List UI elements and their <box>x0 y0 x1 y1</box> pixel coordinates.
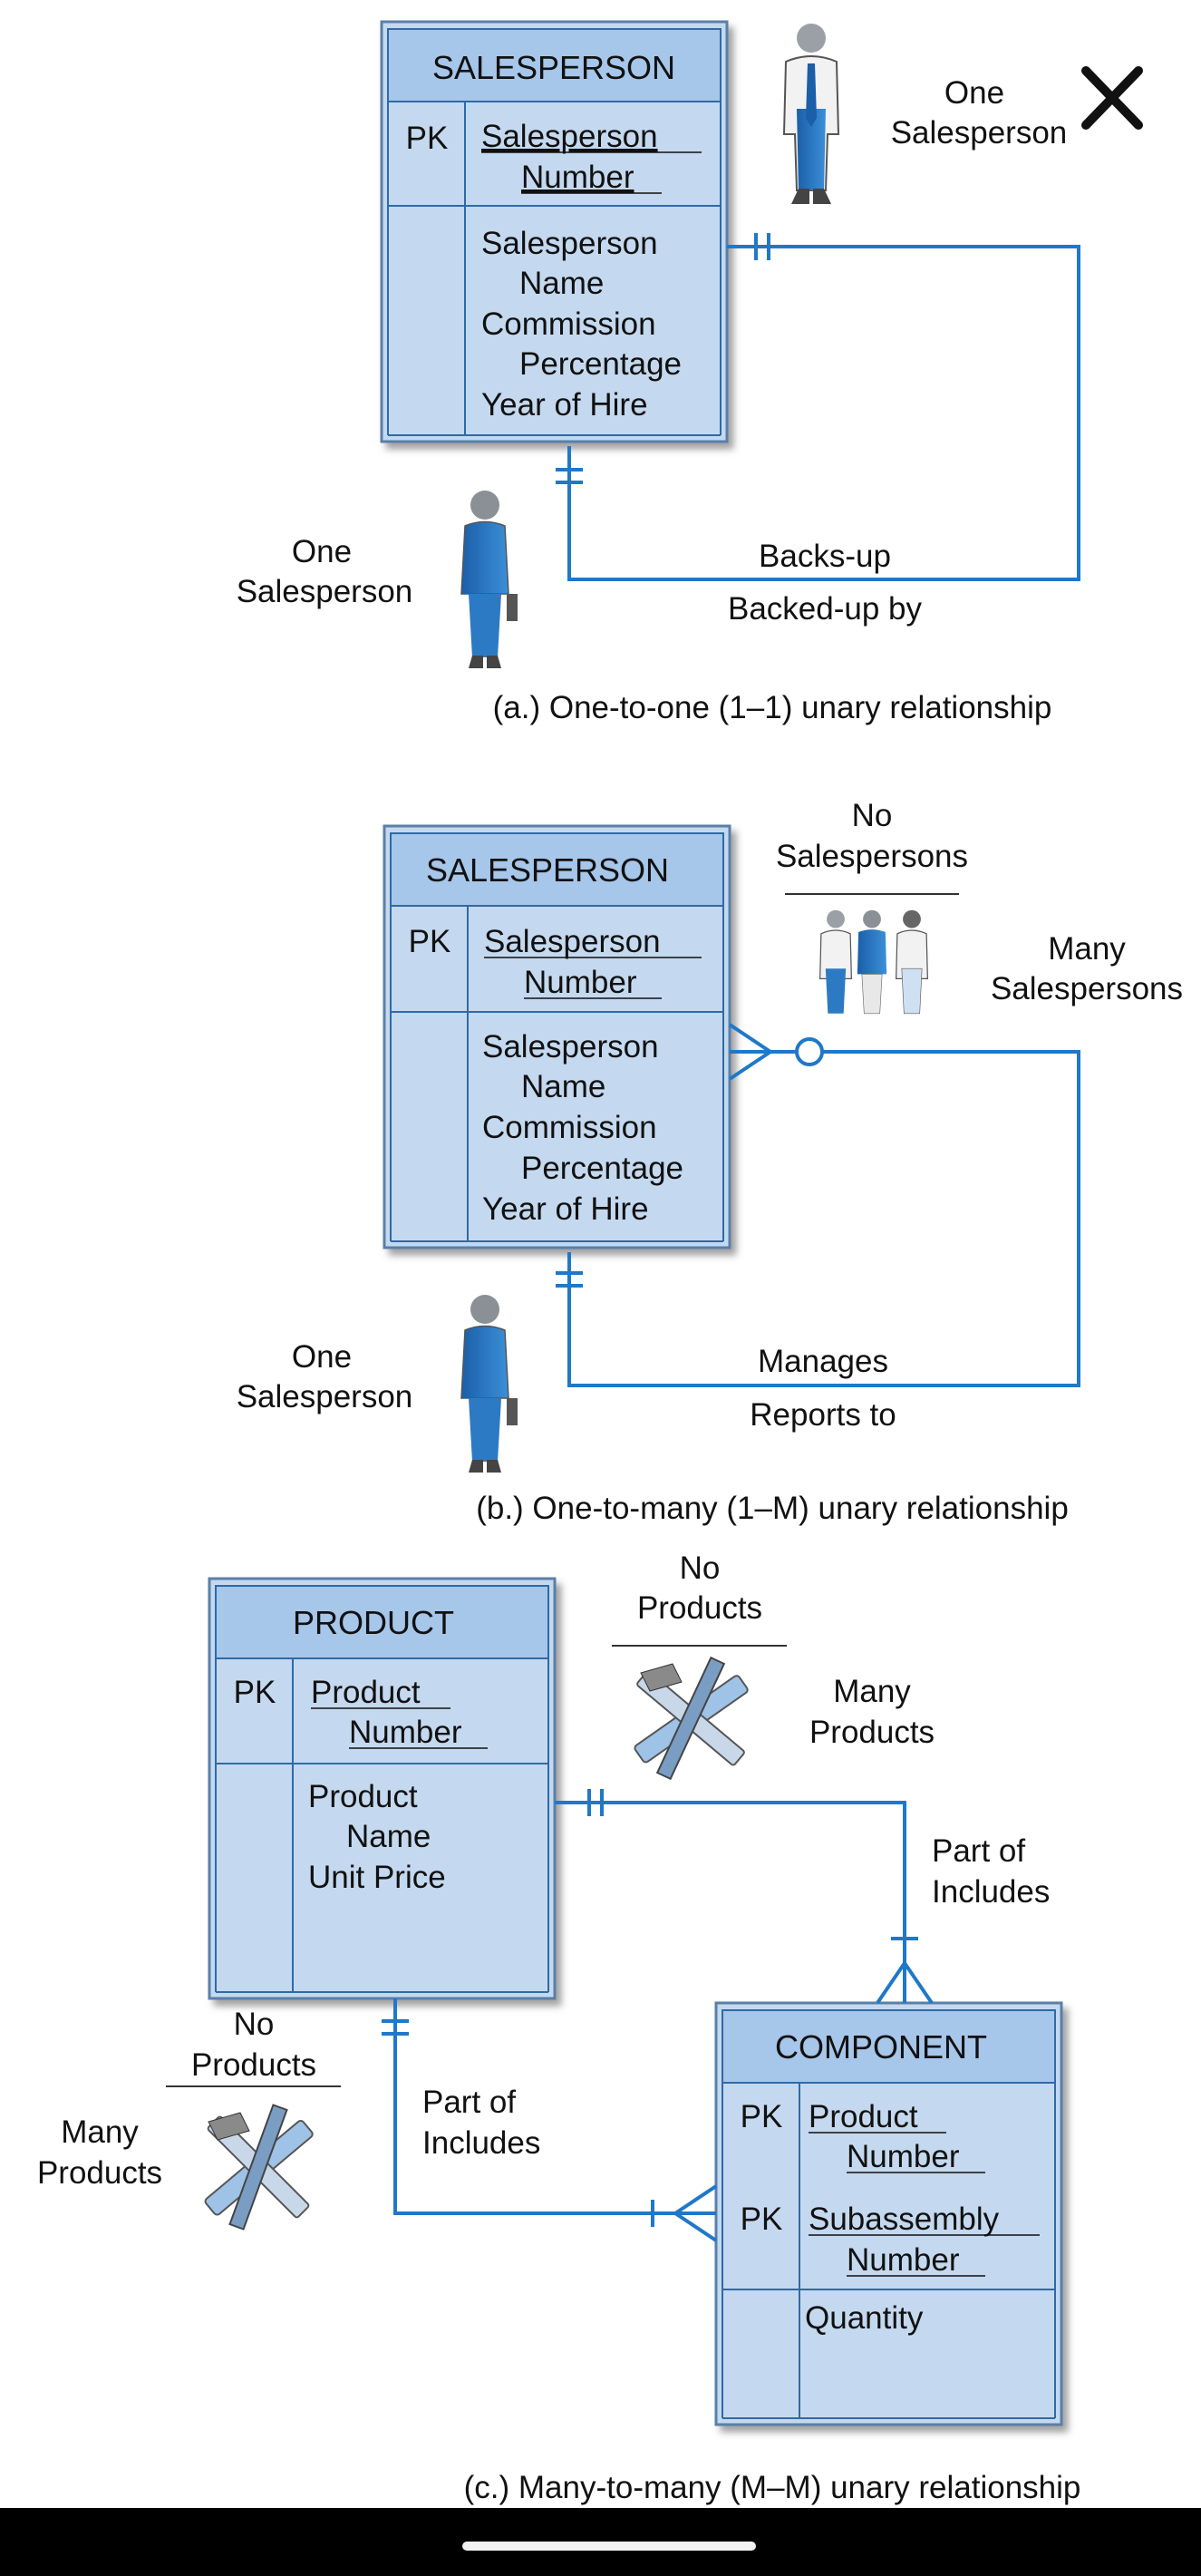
home-indicator[interactable] <box>462 2542 756 2551</box>
cardinality-label: Products <box>637 1590 762 1626</box>
attribute-line: Commission <box>482 1110 657 1145</box>
pk-label: PK <box>741 2099 783 2134</box>
attribute-line: Year of Hire <box>482 1191 649 1227</box>
pk-label: PK <box>234 1675 276 1710</box>
cardinality-label: One <box>292 534 352 569</box>
caption-b: (b.) One-to-many (1–M) unary relationshi… <box>476 1491 1069 1526</box>
crow-foot-one-one <box>556 1271 583 1288</box>
crow-foot-zero-many <box>728 1023 824 1081</box>
salespersons-group-icon <box>819 909 928 1015</box>
salesperson-man-icon <box>782 24 840 204</box>
cardinality-label: Salespersons <box>991 971 1183 1006</box>
pk-label: PK <box>741 2202 783 2237</box>
relationship-line-left <box>393 1998 716 2215</box>
relationship-line <box>567 1050 1080 1387</box>
attribute-line: Product <box>308 1779 418 1814</box>
caption-a: (a.) One-to-one (1–1) unary relationship <box>493 690 1052 725</box>
cardinality-label: No <box>680 1550 721 1586</box>
diagram-b: SALESPERSON PK Salesperson Number Salesp… <box>237 798 1183 1526</box>
pk-attribute-line-2: Number <box>521 160 634 195</box>
relationship-label: Part of <box>932 1833 1025 1869</box>
crow-foot-one-many <box>876 1937 934 2005</box>
attribute-line: Percentage <box>519 346 682 382</box>
cardinality-label: One <box>292 1339 352 1375</box>
cardinality-label: Salesperson <box>237 1379 413 1414</box>
entity-title: SALESPERSON <box>432 49 675 86</box>
attribute-line: Year of Hire <box>481 387 648 423</box>
relationship-label-bottom: Reports to <box>750 1397 896 1433</box>
relationship-line <box>567 245 1080 581</box>
crow-foot-one-one <box>587 1789 604 1816</box>
cardinality-label: Products <box>191 2047 316 2083</box>
cardinality-label: Products <box>809 1715 935 1750</box>
pk-attribute-line-2: Number <box>524 965 637 1000</box>
entity-title: COMPONENT <box>775 2028 987 2066</box>
cardinality-label: Products <box>37 2155 162 2191</box>
pk-attribute-line-1: Subassembly <box>809 2202 1000 2237</box>
pk-attribute-line-2: Number <box>847 2242 960 2278</box>
cardinality-label: Salesperson <box>891 115 1068 151</box>
pk-attribute-line-1: Product <box>311 1675 421 1710</box>
cardinality-label: One <box>944 75 1004 111</box>
cardinality-label: Many <box>833 1674 911 1709</box>
attribute-line: Commission <box>481 306 656 342</box>
pk-label: PK <box>406 121 449 156</box>
caption-c: (c.) Many-to-many (M–M) unary relationsh… <box>464 2470 1081 2505</box>
attribute-line: Quantity <box>805 2300 924 2336</box>
close-icon[interactable] <box>1081 66 1143 130</box>
pk-attribute-line-2: Number <box>349 1715 462 1750</box>
salesperson-woman-icon <box>460 1295 518 1473</box>
cardinality-label: Many <box>61 2114 139 2150</box>
tools-icon <box>204 2104 314 2231</box>
attribute-line: Percentage <box>521 1151 683 1186</box>
cardinality-label: Salespersons <box>776 839 968 874</box>
relationship-line-right <box>555 1801 906 2003</box>
pk-attribute-line-1: Salesperson <box>484 924 661 959</box>
attribute-line: Name <box>346 1819 431 1854</box>
relationship-label-top: Backs-up <box>759 539 891 574</box>
relationship-label-top: Manages <box>758 1344 888 1379</box>
relationship-label: Part of <box>422 2085 516 2120</box>
cardinality-label: Salesperson <box>237 574 413 609</box>
pk-attribute-line-2: Number <box>847 2139 960 2174</box>
attribute-line: Unit Price <box>308 1860 446 1895</box>
attribute-line: Name <box>521 1069 605 1104</box>
relationship-label-bottom: Backed-up by <box>728 591 923 627</box>
pk-attribute-line-1: Salesperson <box>481 119 658 154</box>
attribute-line: Name <box>519 266 604 301</box>
pk-attribute-line-1: Product <box>809 2099 918 2134</box>
crow-foot-one-many <box>651 2184 718 2242</box>
entity-title: SALESPERSON <box>426 851 669 889</box>
cardinality-label: No <box>234 2007 275 2042</box>
cardinality-label: Many <box>1048 931 1126 967</box>
salesperson-woman-icon <box>460 491 518 668</box>
entity-title: PRODUCT <box>293 1604 454 1641</box>
attribute-line: Salesperson <box>481 226 658 261</box>
diagram-c: PRODUCT PK Product Number Product Name U… <box>37 1550 1080 2505</box>
attribute-line: Salesperson <box>482 1029 659 1064</box>
relationship-label: Includes <box>422 2125 540 2161</box>
relationship-label: Includes <box>932 1874 1050 1910</box>
pk-label: PK <box>409 924 451 959</box>
crow-foot-one-one <box>382 2019 409 2036</box>
diagram-a: SALESPERSON PK Salesperson Number Salesp… <box>237 20 1080 725</box>
cardinality-label: No <box>852 798 893 833</box>
tools-icon <box>634 1656 749 1781</box>
crow-foot-one-one <box>556 233 770 484</box>
